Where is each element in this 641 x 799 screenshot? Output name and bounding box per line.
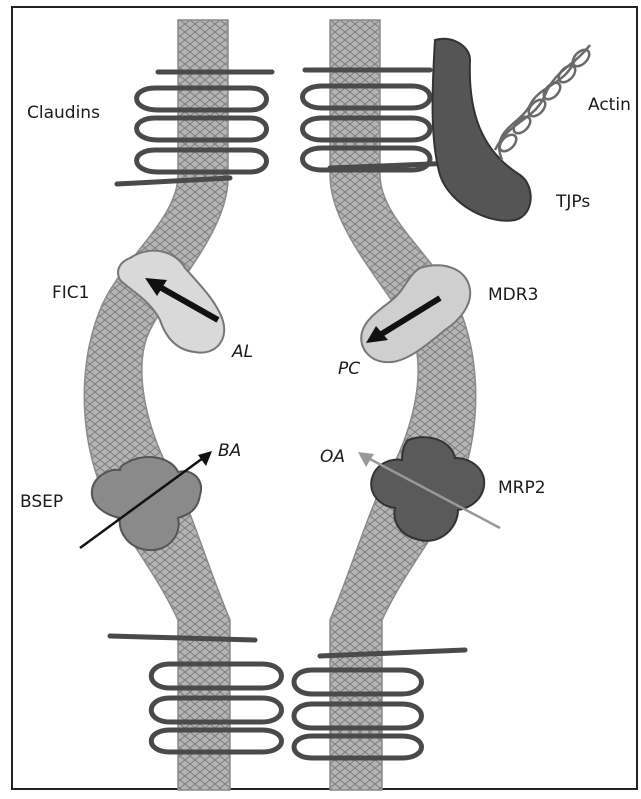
mdr3-label: MDR3 bbox=[488, 285, 538, 305]
ba-label: BA bbox=[218, 441, 241, 461]
al-label: AL bbox=[231, 342, 253, 362]
mrp2-label: MRP2 bbox=[498, 478, 546, 498]
claudins-label: Claudins bbox=[27, 103, 100, 123]
oa-label: OA bbox=[320, 447, 345, 467]
bsep-label: BSEP bbox=[20, 492, 63, 512]
actin-label: Actin bbox=[588, 95, 631, 115]
pc-label: PC bbox=[338, 359, 360, 379]
tjps-label: TJPs bbox=[555, 192, 590, 212]
fic1-label: FIC1 bbox=[52, 283, 89, 303]
